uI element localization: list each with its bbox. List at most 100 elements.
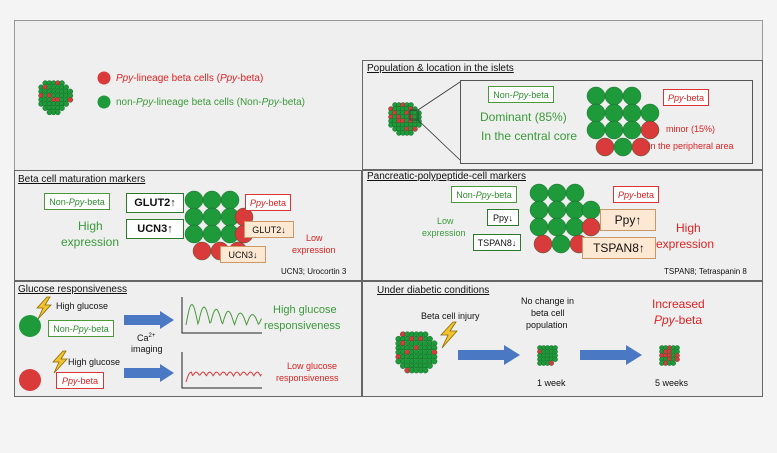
nonppy-beta-cell <box>63 101 69 107</box>
glucose-title: Glucose responsiveness <box>18 284 127 295</box>
dia-nochange-1: No change in <box>521 296 575 306</box>
islet-small-icon <box>388 81 461 161</box>
nonppy-beta-cell <box>529 183 549 203</box>
nonppy-beta-cell <box>552 356 558 362</box>
nonppy-beta-cell <box>408 130 414 136</box>
mat-footnote: UCN3; Urocortin 3 <box>281 267 347 276</box>
diabetic-panel <box>362 281 763 397</box>
zoom-cell-grid <box>586 86 660 157</box>
arrow-right-icon <box>124 364 174 382</box>
nonppy-cell-icon <box>19 315 41 337</box>
glu-high-resp-1: High glucose <box>273 304 337 316</box>
nonppy-beta-cell <box>54 109 61 116</box>
maturation-panel <box>14 170 362 281</box>
nonppy-beta-cell <box>604 86 624 106</box>
lightning-icon <box>36 296 52 320</box>
nonppy-beta-cell <box>551 234 571 254</box>
islet-1week-icon <box>537 345 558 366</box>
ppy-beta-cell <box>192 241 212 261</box>
nonppy-beta-cell <box>670 360 676 366</box>
nonppy-beta-cell <box>202 207 222 227</box>
nonppy-beta-cell <box>184 224 204 244</box>
pp-high: High <box>676 221 701 235</box>
legend-nonppy-label: non-Ppy-lineage beta cells (Non-Ppy-beta… <box>116 97 305 108</box>
mat-nonppy-tag: Non-Ppy-beta <box>44 193 110 210</box>
nonppy-beta-cell <box>431 358 438 365</box>
dia-week1: 1 week <box>537 378 566 388</box>
nonppy-beta-cell <box>581 200 601 220</box>
ppy-beta-cell <box>581 217 601 237</box>
nonppy-beta-cell <box>640 103 660 123</box>
glu-imaging: imaging <box>131 344 163 354</box>
mat-ppy-tag: Ppy-beta <box>245 194 291 211</box>
ppy-beta-cell <box>631 137 651 157</box>
glu-high-glucose-1: High glucose <box>56 301 109 311</box>
glu-nonppy-tag: Non-Ppy-beta <box>48 320 114 337</box>
arrow-right-icon <box>580 345 642 365</box>
nonppy-beta-cell <box>622 103 642 123</box>
nonppy-beta-cell <box>586 103 606 123</box>
nonppy-beta-cell <box>622 120 642 140</box>
nonppy-beta-cell <box>586 120 606 140</box>
ucn3-down-marker: UCN3↓ <box>220 246 266 263</box>
pop-dominant: Dominant (85%) <box>480 110 567 124</box>
nonppy-beta-cell <box>613 137 633 157</box>
nonppy-beta-cell <box>59 105 65 111</box>
nonppy-beta-cell <box>529 200 549 220</box>
glu-high-glucose-2: High glucose <box>68 357 121 367</box>
dia-injury: Beta cell injury <box>421 311 480 321</box>
ppy-beta-cell <box>674 356 680 362</box>
nonppy-beta-cell <box>416 122 422 128</box>
pp-footnote: TSPAN8; Tetraspanin 8 <box>664 267 747 276</box>
pp-markers-panel <box>362 170 763 281</box>
pp-high-expression: expression <box>656 237 715 251</box>
ppy-beta-cell <box>640 120 660 140</box>
nonppy-beta-cell <box>202 224 222 244</box>
nonppy-beta-cell <box>565 200 585 220</box>
dia-increased-2: Ppy-beta <box>654 313 703 327</box>
ppy-beta-cell <box>412 126 418 132</box>
mat-expression: expression <box>61 235 120 249</box>
nonppy-beta-cell <box>565 217 585 237</box>
nonppy-beta-cell <box>604 120 624 140</box>
nonppy-beta-cell <box>547 200 567 220</box>
islet-large-icon <box>395 331 438 374</box>
pp-low-expression: expression <box>422 228 466 238</box>
nonppy-beta-cell <box>565 183 585 203</box>
pp-ppy-tag: Ppy-beta <box>613 186 659 203</box>
mat-high: High <box>78 219 103 233</box>
glu-ca-label: Ca2+ <box>137 333 156 343</box>
pop-minor: minor (15%) <box>666 124 716 134</box>
high-oscillation-trace <box>181 297 263 334</box>
ppy-beta-cell <box>533 234 553 254</box>
ppy-beta-cell <box>595 137 615 157</box>
dia-nochange-3: population <box>526 320 568 330</box>
nonppy-beta-cell <box>220 190 240 210</box>
ppy-beta-cell <box>67 96 74 103</box>
ppy-down-marker: Ppy↓ <box>487 209 519 226</box>
nonppy-beta-cell <box>586 86 606 106</box>
glu-low-resp-2: responsiveness <box>276 373 339 383</box>
glu-high-resp-2: responsiveness <box>264 320 341 332</box>
ppy-cell-icon <box>19 369 41 391</box>
pop-peripheral: In the peripheral area <box>648 141 734 151</box>
nonppy-beta-cell <box>529 217 549 237</box>
islet-cluster-icon <box>38 80 74 116</box>
nonppy-beta-cell <box>604 103 624 123</box>
mat-low: Low <box>306 233 323 243</box>
pop-ppy-tag: Ppy-beta <box>663 89 709 106</box>
mat-low-expression: expression <box>292 245 336 255</box>
population-title: Population & location in the islets <box>367 63 514 74</box>
pp-nonppy-tag: Non-Ppy-beta <box>451 186 517 203</box>
islet-5weeks-icon <box>659 345 680 366</box>
glut2-down-marker: GLUT2↓ <box>244 221 294 238</box>
glu-low-resp-1: Low glucose <box>287 361 338 371</box>
population-panel <box>362 60 763 170</box>
low-oscillation-trace <box>181 352 263 389</box>
nonppy-beta-cell <box>184 207 204 227</box>
nonppy-beta-cell <box>184 190 204 210</box>
pp-markers-title: Pancreatic-polypeptide-cell markers <box>367 171 526 182</box>
glut2-up-marker: GLUT2↑ <box>126 193 184 213</box>
glucose-panel <box>14 281 362 397</box>
pp-low: Low <box>437 216 454 226</box>
